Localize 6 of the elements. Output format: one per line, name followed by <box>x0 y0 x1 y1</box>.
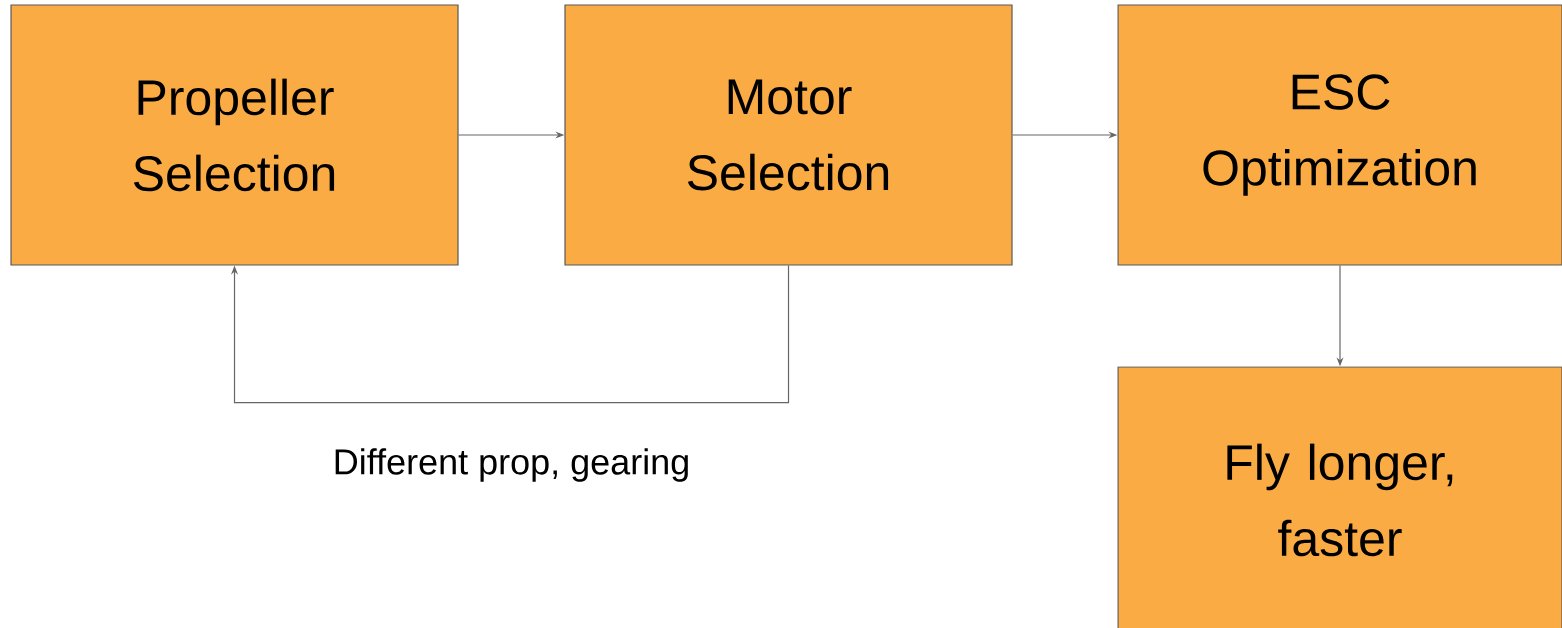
process-box: ESC Optimization <box>1117 4 1562 266</box>
process-box: Fly longer, faster <box>1117 366 1562 628</box>
process-box: Motor Selection <box>564 4 1013 266</box>
arrow <box>230 264 790 404</box>
process-box: Propeller Selection <box>10 4 459 266</box>
edge-label: Different prop, gearing <box>330 446 693 484</box>
